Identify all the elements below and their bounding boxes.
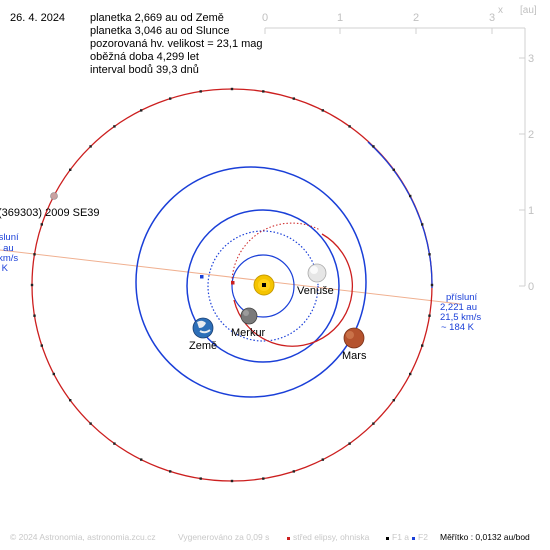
info-line-period: oběžná doba 4,299 let bbox=[90, 51, 199, 63]
orbit-point bbox=[348, 442, 351, 445]
orbit-point bbox=[113, 125, 116, 128]
aphelion-info: odsluní 3,87 au 12,3 km/s ~ 156 K bbox=[0, 232, 19, 274]
orbit-point bbox=[428, 253, 431, 256]
footer-copyright: © 2024 Astronomia, astronomia.zcu.cz bbox=[10, 532, 156, 542]
aphelion-line-0: odsluní bbox=[0, 232, 19, 243]
orbit-point bbox=[409, 372, 412, 376]
orbit-point bbox=[392, 399, 395, 402]
sun bbox=[253, 274, 275, 296]
asteroid-orbit-blue-part bbox=[367, 141, 433, 289]
orbit-point bbox=[321, 109, 324, 112]
perihelion-line-3: ~ 184 K bbox=[441, 322, 475, 333]
orbit-point bbox=[321, 458, 324, 461]
orbit-point bbox=[52, 372, 55, 376]
x-axis-label: x bbox=[498, 5, 503, 16]
orbit-point bbox=[69, 399, 72, 402]
focus-f2-marker bbox=[200, 275, 204, 279]
orbit-point bbox=[372, 422, 375, 425]
orbit-point bbox=[428, 314, 431, 317]
right-tick-0: 0 bbox=[528, 281, 534, 293]
right-axis: 3 2 1 0 bbox=[519, 28, 534, 293]
orbit-point bbox=[230, 87, 234, 91]
inner-red-arc-solid bbox=[233, 233, 354, 347]
perihelion-info: přísluní 2,221 au 21,5 km/s ~ 184 K bbox=[440, 292, 481, 333]
orbit-point bbox=[348, 125, 351, 128]
venus-label: Venuše bbox=[297, 285, 334, 297]
orbit-point bbox=[89, 422, 92, 425]
perihelion-line-1: 2,221 au bbox=[440, 302, 477, 313]
orbit-point bbox=[430, 283, 434, 287]
orbit-point bbox=[40, 223, 43, 226]
footer-scale: Měřítko : 0,0132 au/bod bbox=[440, 532, 530, 542]
aphelion-line-1: 3,87 au bbox=[0, 243, 14, 254]
orbit-point bbox=[409, 194, 412, 198]
earth bbox=[192, 317, 214, 339]
top-tick-0: 0 bbox=[262, 12, 268, 24]
orbit-point bbox=[421, 223, 424, 226]
asteroid-marker bbox=[50, 192, 58, 200]
orbit-point bbox=[169, 97, 172, 100]
info-line-distance-earth: planetka 2,669 au od Země bbox=[90, 12, 224, 24]
venus-orbit bbox=[207, 230, 319, 342]
mars bbox=[343, 327, 365, 349]
right-tick-2: 2 bbox=[528, 129, 534, 141]
earth-label: Země bbox=[189, 340, 217, 352]
orbit-point bbox=[40, 344, 43, 347]
legend-center-marker bbox=[287, 537, 290, 540]
orbit-point bbox=[292, 470, 295, 473]
mars-label: Mars bbox=[342, 350, 367, 362]
info-line-magnitude: pozorovaná hv. velikost = 23,1 mag bbox=[90, 38, 263, 50]
perihelion-line-2: 21,5 km/s bbox=[440, 312, 481, 323]
footer-legend-f2: F2 bbox=[418, 532, 428, 542]
info-line-distance-sun: planetka 3,046 au od Slunce bbox=[90, 25, 230, 37]
orbit-point bbox=[262, 477, 265, 480]
aphelion-line-2: 12,3 km/s bbox=[0, 253, 18, 264]
orbit-point bbox=[140, 109, 143, 112]
venus bbox=[307, 263, 327, 283]
orbit-point bbox=[199, 90, 202, 93]
orbit-point bbox=[89, 145, 92, 148]
orbit-point bbox=[199, 477, 202, 480]
right-tick-1: 1 bbox=[528, 205, 534, 217]
mercury bbox=[240, 307, 258, 325]
apsis-line bbox=[0, 249, 461, 305]
legend-f2-marker bbox=[412, 537, 415, 540]
orbit-point bbox=[421, 344, 424, 347]
top-tick-3: 3 bbox=[489, 12, 495, 24]
unit-label: [au] bbox=[520, 5, 537, 16]
date-label: 26. 4. 2024 bbox=[10, 12, 66, 24]
orbit-point bbox=[372, 145, 375, 148]
orbit-point bbox=[262, 90, 265, 93]
orbit-point bbox=[140, 458, 143, 461]
orbit-point bbox=[30, 283, 34, 287]
orbit-point bbox=[292, 97, 295, 100]
inner-red-arc bbox=[231, 222, 321, 283]
asteroid-orbit-points bbox=[30, 87, 434, 483]
mercury-label: Merkur bbox=[231, 327, 266, 339]
asteroid-label: (369303) 2009 SE39 bbox=[0, 207, 100, 219]
right-tick-3: 3 bbox=[528, 53, 534, 65]
orbit-point bbox=[169, 470, 172, 473]
legend-f1-marker bbox=[386, 537, 389, 540]
orbit-point bbox=[33, 253, 36, 256]
mercury-orbit bbox=[231, 254, 295, 318]
mars-orbit bbox=[135, 166, 367, 398]
orbit-point bbox=[230, 479, 234, 483]
aphelion-line-3: ~ 156 K bbox=[0, 263, 9, 274]
orbit-point bbox=[69, 168, 72, 171]
perihelion-line-0: přísluní bbox=[446, 292, 478, 303]
orbit-point bbox=[392, 168, 395, 171]
footer-generated: Vygenerováno za 0,09 s bbox=[178, 532, 270, 542]
orbit-point bbox=[33, 314, 36, 317]
footer-legend-center: střed elipsy, ohniska bbox=[293, 532, 370, 542]
footer-legend-f1: F1 a bbox=[392, 532, 410, 542]
info-line-interval: interval bodů 39,3 dnů bbox=[90, 64, 199, 76]
top-axis: 0 1 2 3 x [au] bbox=[262, 5, 537, 34]
earth-orbit bbox=[186, 209, 340, 363]
orbit-point bbox=[113, 442, 116, 445]
top-tick-1: 1 bbox=[337, 12, 343, 24]
ellipse-center-marker bbox=[231, 281, 235, 285]
top-tick-2: 2 bbox=[413, 12, 419, 24]
